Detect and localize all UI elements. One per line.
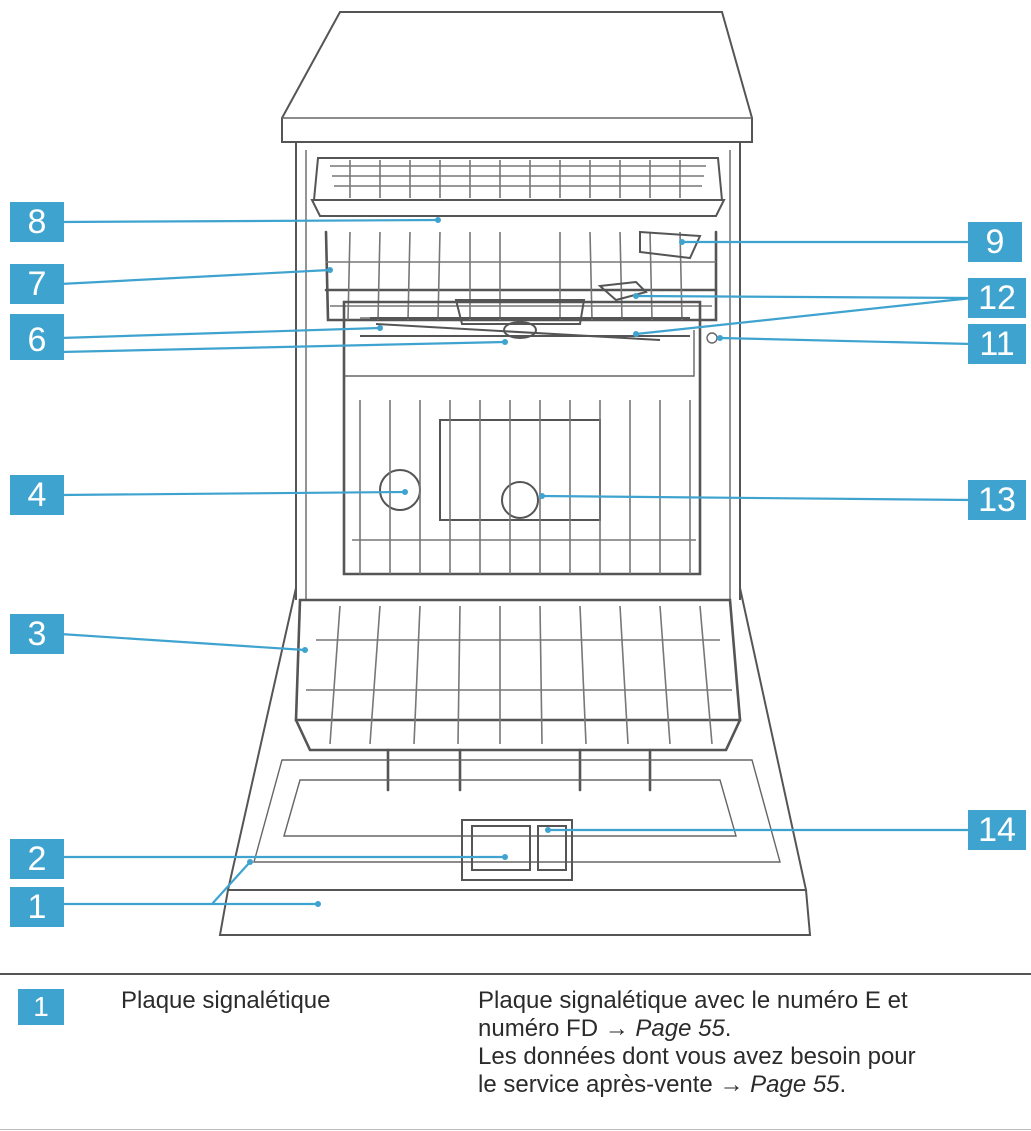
legend-desc-line2-text: numéro FD →: [478, 1015, 636, 1042]
callout-9: 9: [968, 222, 1022, 262]
callout-8: 8: [10, 202, 64, 242]
callout-4: 4: [10, 475, 64, 515]
door: [218, 587, 812, 936]
callout-7: 7: [10, 264, 64, 304]
page-reference-link[interactable]: Page 55: [635, 1015, 725, 1042]
callout-2: 2: [10, 839, 64, 879]
callout-1: 1: [10, 887, 64, 927]
legend-desc-line4-end: .: [839, 1071, 847, 1098]
legend-desc-line3: Les données dont vous avez besoin pour: [478, 1043, 916, 1070]
page-reference-link[interactable]: Page 55: [750, 1071, 840, 1098]
callout-leaders: [59, 217, 973, 907]
legend-desc-line2-end: .: [724, 1015, 732, 1042]
cabinet-body: [295, 142, 741, 600]
legend-top-rule: [0, 973, 1031, 975]
legend-description: Plaque signalétique avec le numéro E et …: [478, 987, 1018, 1099]
callout-6: 6: [10, 320, 64, 360]
legend-bottom-rule: [0, 1129, 1031, 1130]
bottom-basket: [294, 598, 742, 792]
callout-14: 14: [968, 810, 1026, 850]
callout-11: 11: [968, 324, 1026, 364]
legend-desc-line1: Plaque signalétique avec le numéro E et: [478, 987, 908, 1014]
cutlery-drawer: [310, 157, 726, 217]
legend-desc-line4: le service après-vente → Page 55.: [478, 1071, 1018, 1099]
legend-table: 1 Plaque signalétique Plaque signalétiqu…: [0, 973, 1031, 1131]
callout-13: 13: [968, 480, 1026, 520]
lower-basket: [342, 300, 702, 576]
callout-12: 12: [968, 278, 1026, 318]
legend-desc-line4-text: le service après-vente →: [478, 1071, 751, 1098]
upper-basket: [324, 230, 718, 325]
dishwasher-illustration: [59, 11, 973, 936]
callout-3: 3: [10, 614, 64, 654]
worktop: [281, 11, 753, 143]
legend-term: Plaque signalétique: [121, 987, 331, 1014]
legend-desc-line2: numéro FD → Page 55.: [478, 1015, 1018, 1043]
legend-number-badge: 1: [18, 989, 64, 1025]
